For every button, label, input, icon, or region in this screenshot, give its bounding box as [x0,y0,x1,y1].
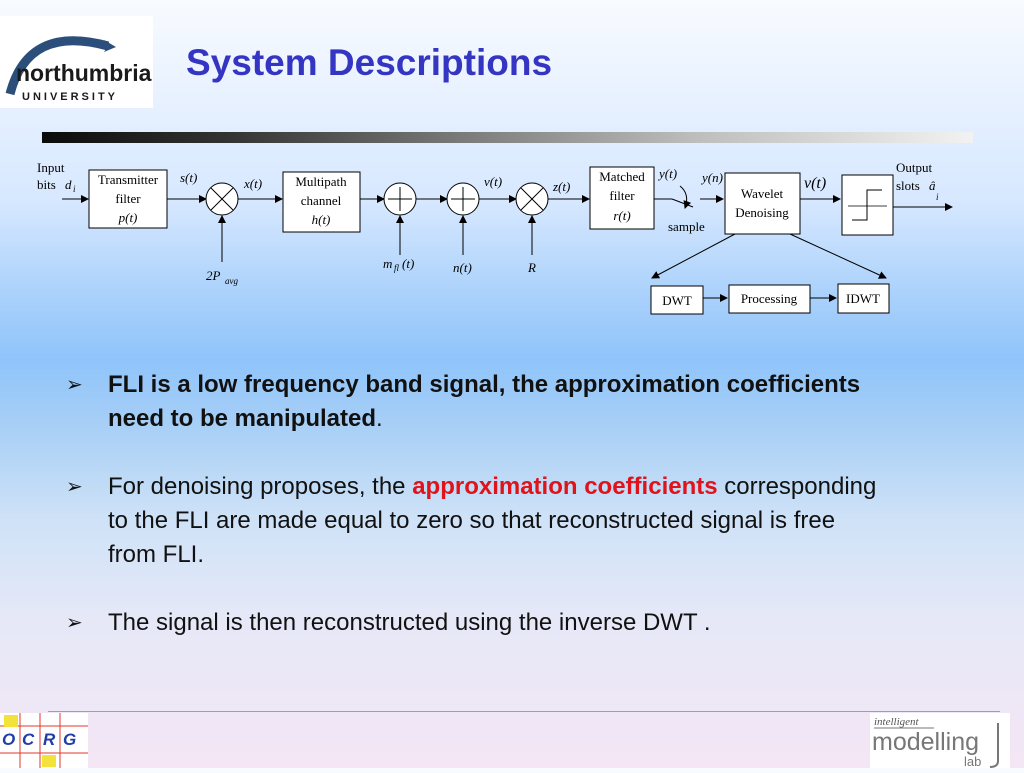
ocrg-letter-c: C [22,730,35,749]
system-block-diagram: Input bits d i Transmitter filter p(t) s… [37,160,953,315]
bullet-3-text: The signal is then reconstructed using t… [108,609,711,636]
mp-label-2: channel [301,193,342,208]
logo-text-northumbria: northumbria [16,60,152,86]
bullet-1-text: FLI is a low frequency band signal, the … [108,371,861,432]
ocrg-letter-r: R [43,730,56,749]
iml-text-lab: lab [964,754,981,768]
signal-z: z(t) [552,179,570,194]
output-label: Output [896,160,933,175]
title-separator [42,132,973,143]
bullet-arrow-icon: ➢ [66,612,83,634]
tx-label-2: filter [115,191,141,206]
transmitter-filter-block [88,169,168,229]
noise-label: n(t) [453,260,472,275]
signal-s: s(t) [180,170,197,185]
mf-label-3: r(t) [613,208,630,223]
ocrg-letter-o: O [2,730,15,749]
bullet-2-text-post: corresponding to the FLI are made equal … [108,473,877,568]
signal-yt: y(t) [657,166,677,181]
avg-power-label: 2P [206,268,221,283]
dwt-label: DWT [662,293,692,308]
iml-text-intelligent: intelligent [874,716,920,728]
bullet-arrow-icon: ➢ [66,374,83,396]
tx-label-3: p(t) [118,210,138,225]
page-title: System Descriptions [186,42,553,83]
bullet-3: ➢ The signal is then reconstructed using… [66,606,886,640]
tx-label-1: Transmitter [98,172,159,187]
signal-x: x(t) [243,176,262,191]
bullet-list: ➢ FLI is a low frequency band signal, th… [66,368,886,674]
fli-t: (t) [402,256,414,271]
ocrg-logo: O C R G [0,713,88,768]
dwt-block [650,285,704,315]
output-ahat: â [929,178,936,193]
r-label: R [527,260,536,275]
output-ahat-sub: i [936,192,939,202]
input-d-sub: i [73,184,76,194]
output-label-slots: slots [896,178,920,193]
bullet-1: ➢ FLI is a low frequency band signal, th… [66,368,886,436]
mp-label-3: h(t) [312,212,331,227]
intelligent-modelling-lab-logo: intelligent modelling lab [870,713,1010,769]
signal-nu: ν(t) [804,175,826,192]
input-label: Input [37,160,65,175]
multipath-channel-block [282,171,361,233]
logo-text-university: UNIVERSITY [22,91,118,103]
wd-label-2: Denoising [735,205,789,220]
wd-label-1: Wavelet [741,186,784,201]
idwt-label: IDWT [846,291,880,306]
avg-power-sub: avg [225,276,238,286]
mf-label-2: filter [609,188,635,203]
iml-text-modelling: modelling [872,728,979,756]
mp-label-1: Multipath [295,174,347,189]
mf-label-1: Matched [599,169,645,184]
matched-filter-block [589,166,655,230]
sample-label: sample [668,219,705,234]
footer-divider [48,711,1000,712]
processing-block [728,284,811,314]
ocrg-letter-g: G [63,730,76,749]
bullet-1-period: . [376,405,383,432]
wavelet-denoising-block [724,172,801,235]
fli-label: m [383,256,392,271]
signal-v: v(t) [484,174,502,189]
bullet-2-text-pre: For denoising proposes, the [108,473,413,500]
bullet-2-highlight: approximation coefficients [412,473,718,500]
bullet-arrow-icon: ➢ [66,476,83,498]
fli-sub: fl [394,263,400,273]
signal-yn: y(n) [700,170,723,185]
input-d: d [65,177,72,192]
northumbria-logo: northumbria UNIVERSITY [0,16,153,108]
input-label-bits: bits [37,177,56,192]
idwt-block [837,283,890,314]
bullet-2: ➢ For denoising proposes, the approximat… [66,470,886,572]
processing-label: Processing [741,291,798,306]
